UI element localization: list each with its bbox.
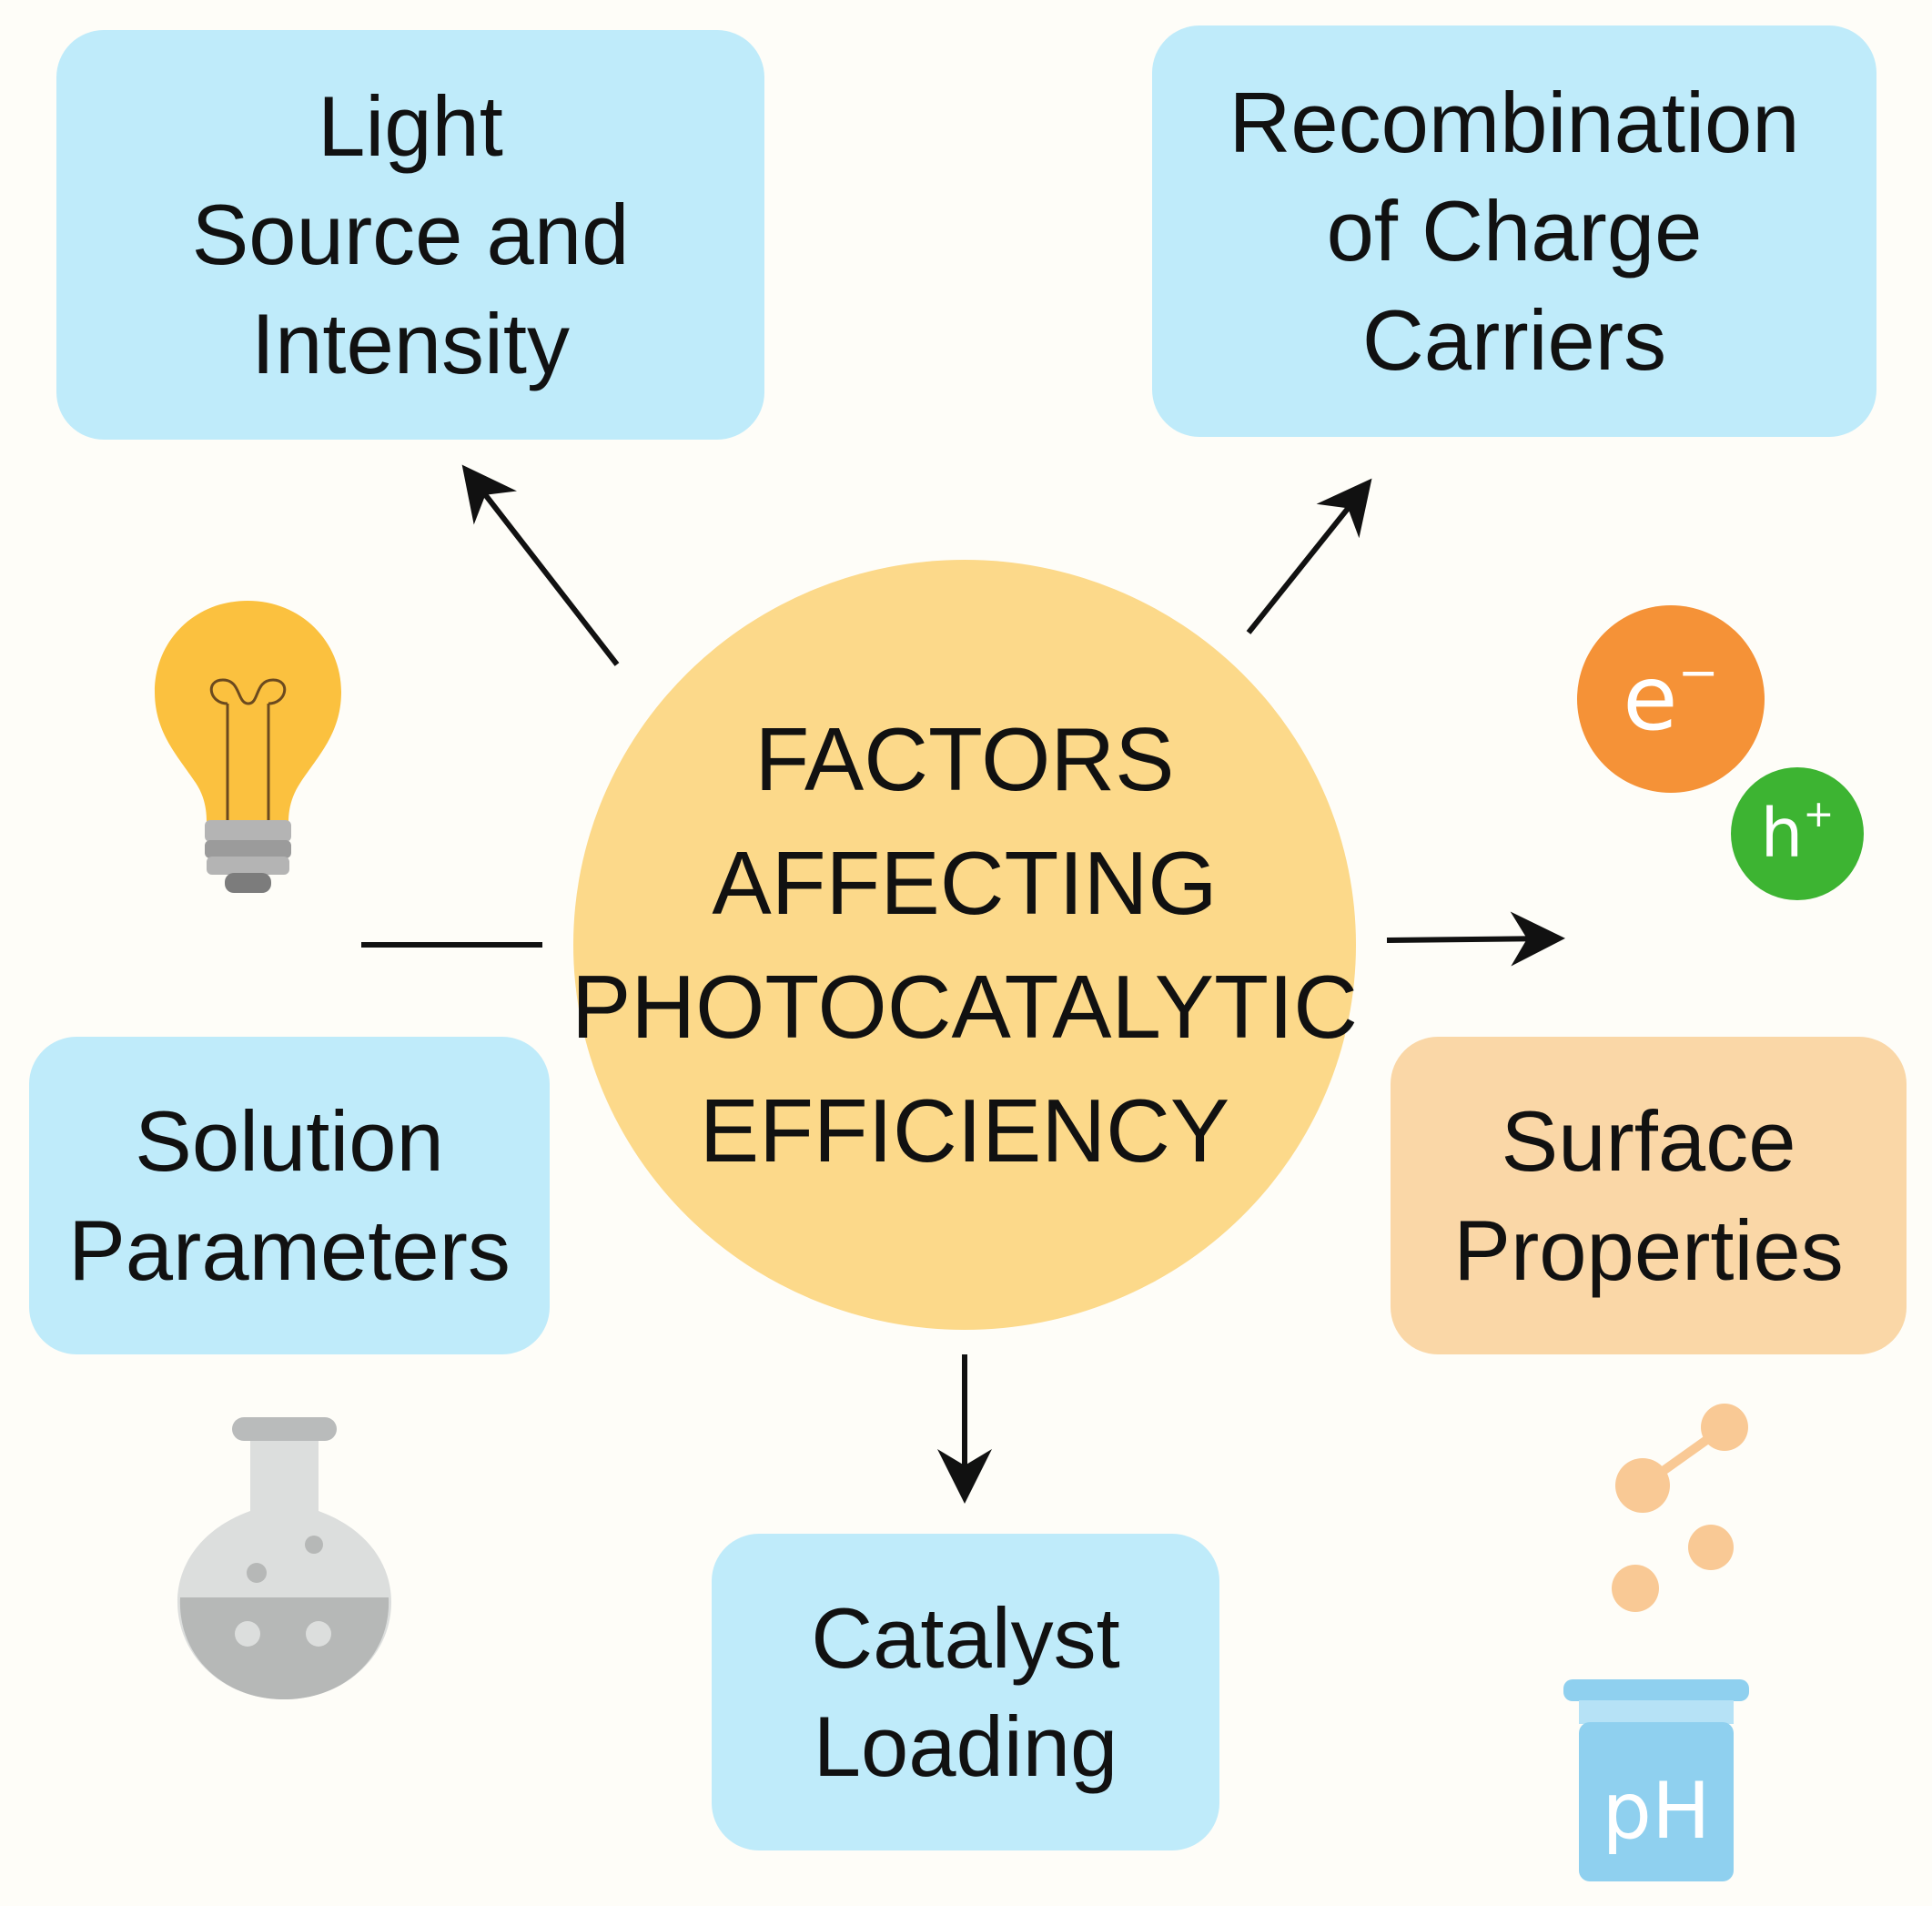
catalyst-line-2: Loading (813, 1698, 1118, 1794)
center-line-3: PHOTOCATALYTIC (572, 957, 1358, 1057)
surface-line-1: Surface (1501, 1093, 1796, 1190)
hole-icon: h+ (1731, 767, 1864, 900)
hole-charge: + (1803, 791, 1835, 836)
solution-line-1: Solution (135, 1093, 444, 1190)
beaker-icon (1563, 1679, 1749, 1881)
hole-symbol: h (1760, 795, 1804, 873)
recombination-line-2: of Charge (1326, 183, 1703, 279)
center-line-4: EFFICIENCY (699, 1080, 1230, 1181)
flask-icon (177, 1417, 391, 1699)
electron-symbol: e (1623, 647, 1678, 751)
solution-line-2: Parameters (68, 1201, 511, 1298)
recombination-line-1: Recombination (1229, 74, 1800, 170)
arrow-to-particles (1386, 911, 1565, 967)
center-line-2: AFFECTING (712, 832, 1218, 933)
arrow-to-light (461, 464, 620, 666)
surface-line-2: Properties (1453, 1201, 1844, 1298)
molecule-icon (1612, 1404, 1748, 1612)
central-topic-circle: FACTORS AFFECTING PHOTOCATALYTIC EFFICIE… (572, 560, 1358, 1330)
ph-label: pH (1602, 1766, 1711, 1857)
recombination-line-3: Carriers (1361, 291, 1667, 388)
light-line-2: Source and (191, 187, 630, 283)
factor-catalyst-loading-box: Catalyst Loading (712, 1534, 1219, 1850)
catalyst-line-1: Catalyst (811, 1589, 1120, 1686)
electron-icon: e− (1577, 605, 1765, 793)
arrow-to-recombination (1246, 478, 1372, 634)
light-bulb-icon (155, 601, 341, 893)
factor-light-source-box: Light Source and Intensity (56, 30, 764, 440)
light-line-1: Light (318, 77, 503, 174)
factor-surface-properties-box: Surface Properties (1391, 1037, 1907, 1354)
light-line-3: Intensity (250, 295, 571, 391)
center-line-1: FACTORS (754, 708, 1175, 809)
factor-recombination-box: Recombination of Charge Carriers (1152, 25, 1876, 437)
factor-solution-parameters-box: Solution Parameters (29, 1037, 550, 1354)
electron-charge: − (1677, 643, 1719, 701)
